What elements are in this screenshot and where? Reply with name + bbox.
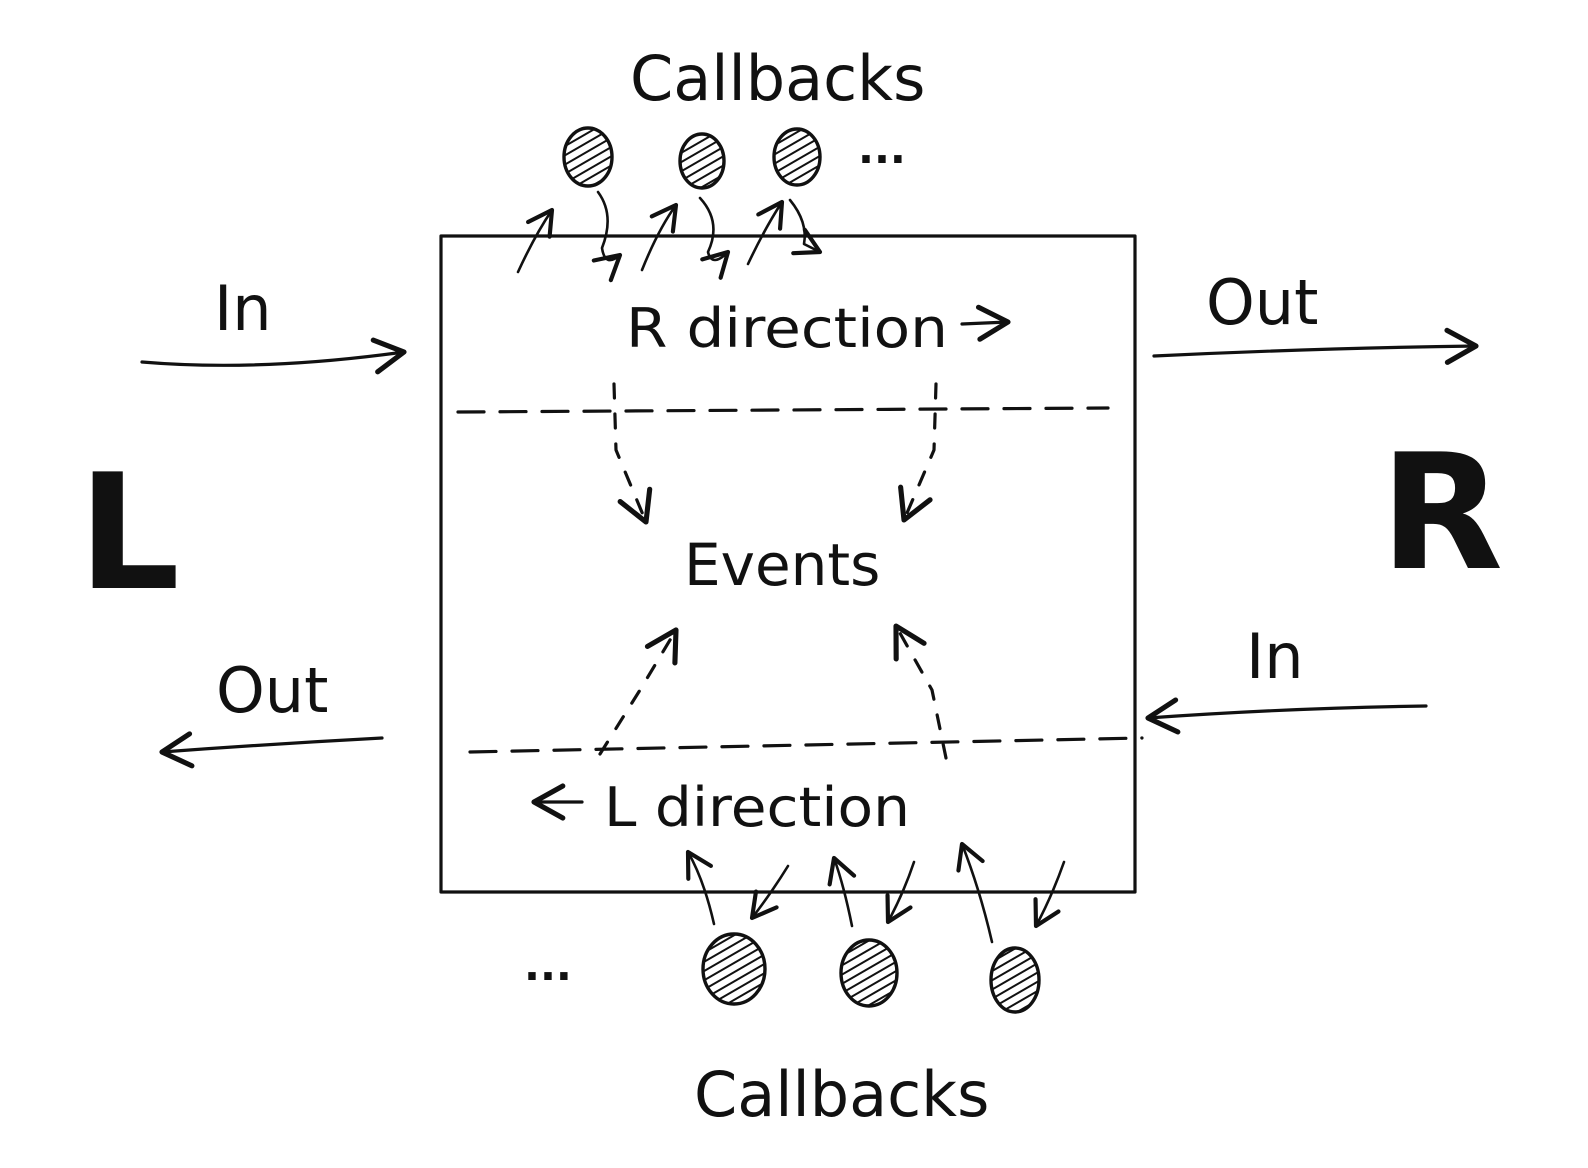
top-arrow-down-1 <box>591 190 623 283</box>
side-left-label: L <box>78 439 180 626</box>
dashed-arrow-bottom-left <box>598 627 679 756</box>
callbacks-top-label: Callbacks <box>630 42 925 115</box>
ellipsis-bottom: ... <box>524 941 572 990</box>
main-box <box>439 234 1137 894</box>
bottom-arrow-up-1 <box>685 849 716 926</box>
callback-node-top-1 <box>562 126 614 188</box>
events-label: Events <box>684 531 880 599</box>
out-left-label: Out <box>216 654 328 727</box>
callback-node-top-3 <box>772 127 822 187</box>
dashed-arrow-top-right <box>898 382 938 523</box>
bottom-arrow-up-3 <box>956 841 994 944</box>
bottom-arrow-down-1 <box>749 864 790 921</box>
top-arrow-up-3 <box>746 199 785 266</box>
out-left-arrow <box>159 731 384 769</box>
side-right-label: R <box>1380 419 1503 606</box>
divider-top <box>456 406 1110 414</box>
r-direction-arrow <box>960 304 1011 342</box>
top-arrow-down-3 <box>788 198 823 256</box>
bottom-arrow-down-2 <box>885 860 916 925</box>
top-arrow-down-2 <box>698 196 731 280</box>
callback-node-bottom-2 <box>839 938 899 1008</box>
bottom-arrow-up-2 <box>827 855 857 928</box>
top-arrow-up-1 <box>516 207 555 274</box>
l-direction-label: L direction <box>604 776 910 839</box>
callbacks-bottom-label: Callbacks <box>694 1058 989 1131</box>
callback-node-bottom-3 <box>989 946 1041 1014</box>
in-right-label: In <box>1246 620 1304 693</box>
r-direction-label: R direction <box>626 297 948 360</box>
dashed-arrow-top-left <box>612 382 653 525</box>
divider-bottom <box>468 736 1144 754</box>
dashed-arrow-bottom-right <box>893 623 948 760</box>
in-left-label: In <box>214 272 272 345</box>
bottom-arrow-down-3 <box>1033 860 1066 929</box>
top-arrow-up-2 <box>640 202 679 272</box>
out-right-label: Out <box>1206 266 1318 339</box>
callback-node-top-2 <box>678 132 726 190</box>
ellipsis-top: ... <box>858 124 906 173</box>
out-right-arrow <box>1152 327 1479 365</box>
callback-node-bottom-1 <box>701 932 767 1006</box>
in-left-arrow <box>140 337 407 375</box>
in-right-arrow <box>1145 697 1428 735</box>
